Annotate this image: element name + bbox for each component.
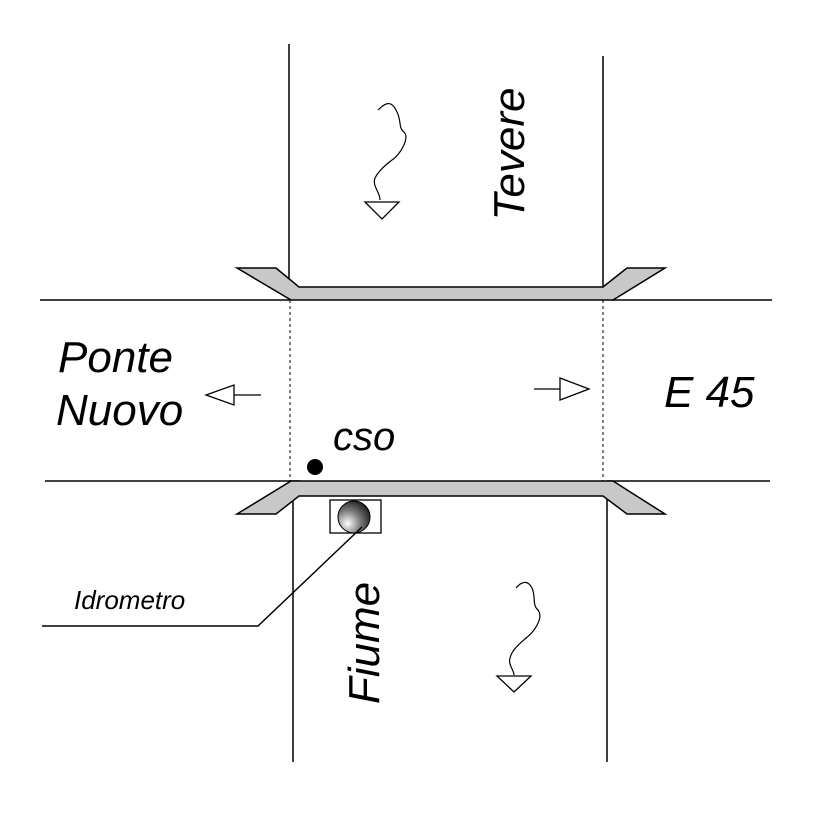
road-right-label: E 45 xyxy=(664,368,755,417)
river-lower-banks xyxy=(292,497,608,762)
flow-arrow-upper-head-icon xyxy=(363,201,401,220)
flow-arrow-upper xyxy=(363,103,407,220)
direction-arrow-left-icon xyxy=(204,384,261,406)
flow-arrow-upper-line xyxy=(373,103,407,201)
bridge-parapet-lower xyxy=(234,480,668,515)
cso-label: cso xyxy=(333,415,395,459)
gauge-sensor-icon xyxy=(337,500,371,534)
cso-point-marker xyxy=(307,459,323,475)
river-upper-label: Tevere xyxy=(485,88,534,221)
flow-arrow-lower-head-icon xyxy=(495,675,533,693)
road-left-label-line1: Ponte xyxy=(58,333,173,382)
bank-dashed-lines xyxy=(289,300,604,481)
gauge xyxy=(42,499,382,627)
road-edges xyxy=(40,299,772,482)
river-lower-label: Fiume xyxy=(340,582,389,704)
river-upper-banks xyxy=(288,44,604,288)
gauge-leader-line xyxy=(42,526,363,627)
gauge-label: Idrometro xyxy=(74,585,185,615)
bridge-parapet-upper xyxy=(234,267,668,301)
flow-arrow-lower xyxy=(495,581,541,693)
road-left-label-line2: Nuovo xyxy=(56,386,183,435)
flow-arrow-lower-line xyxy=(508,581,541,676)
bridge xyxy=(234,267,668,515)
direction-arrow-right-icon xyxy=(534,377,591,401)
